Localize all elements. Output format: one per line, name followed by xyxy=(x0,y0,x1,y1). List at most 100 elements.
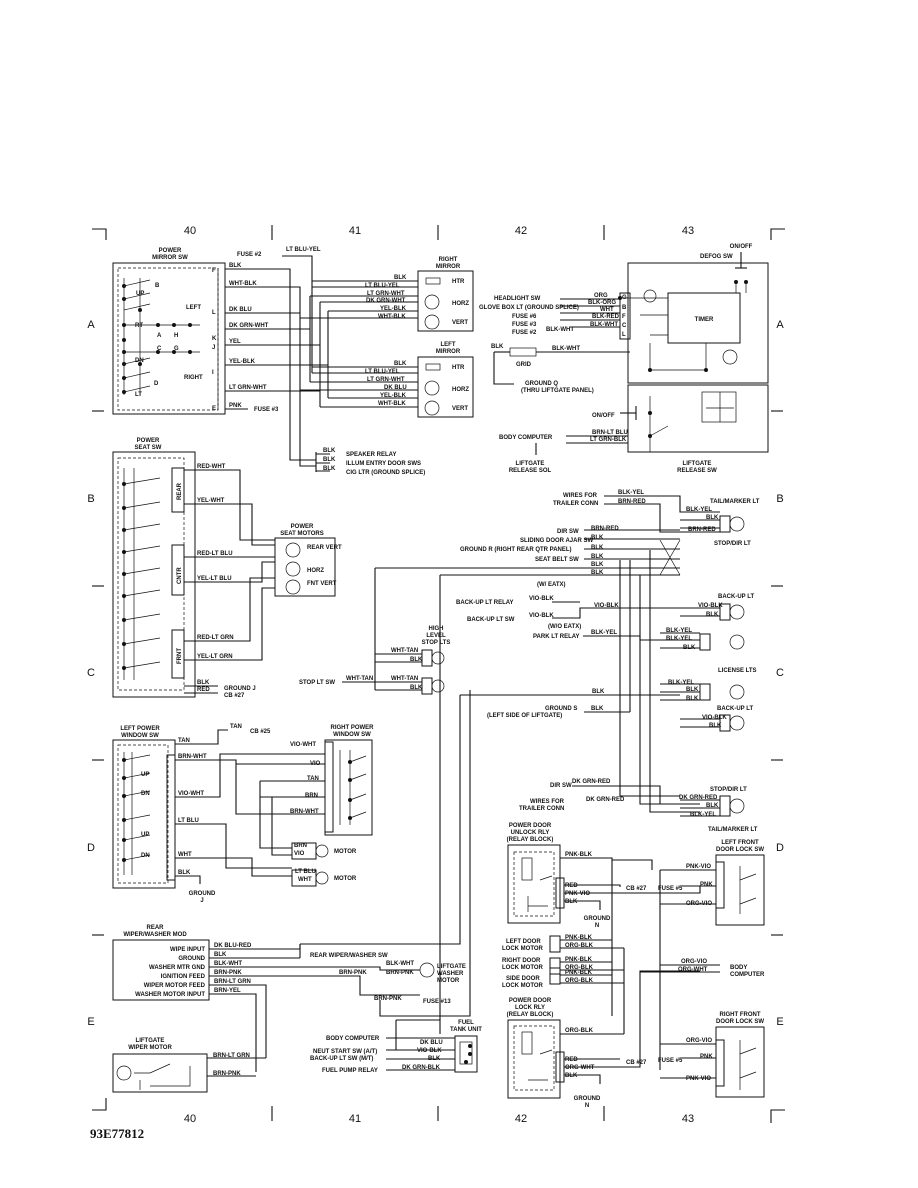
wire-label: PNK-VIO xyxy=(565,891,590,897)
grid-row-left: B xyxy=(87,493,94,505)
wire-label: CNTR xyxy=(177,567,183,584)
wire-label: LT GRN-WHT xyxy=(367,377,405,383)
left-mirror: LEFT MIRROR HTR HORZ VERT BLK LT BLU-YEL… xyxy=(300,277,474,418)
wire-label: BLK xyxy=(706,515,719,521)
wire-label: LICENSE LTS xyxy=(718,668,757,674)
wire-label: FUEL PUMP RELAY xyxy=(322,1068,378,1074)
grid-row-right: B xyxy=(776,493,783,505)
wire-label: LIFTGATE xyxy=(516,461,545,467)
wire-label: ORG-BLK xyxy=(565,943,594,949)
wire-label: ORG-VIO xyxy=(686,1038,712,1044)
wire-label: BLK xyxy=(323,466,336,472)
sheet-frame xyxy=(92,225,785,1123)
wire-label: WINDOW SW xyxy=(333,732,371,738)
wire-label: FUSE #3 xyxy=(512,322,537,328)
wire-label: DK GRN-WHT xyxy=(229,323,269,329)
wire-label: FUSE #3 xyxy=(254,407,279,413)
wire-label: B xyxy=(155,283,160,289)
wire-label: GRID xyxy=(516,362,532,368)
wire-label: BRN-WHT xyxy=(290,809,319,815)
wire-label: BRN-LT BLU xyxy=(592,430,628,436)
wire-label: GROUND J xyxy=(224,686,256,692)
wire-label: DN xyxy=(135,358,144,364)
wire-label: DK GRN-WHT xyxy=(366,298,406,304)
wire-label: FUSE #5 xyxy=(658,886,683,892)
drawing-number: 93E77812 xyxy=(90,1126,144,1141)
wire-label: BLK-YEL xyxy=(686,507,712,513)
wire-label: HORZ xyxy=(307,568,324,574)
wire-label: FNT VERT xyxy=(307,581,337,587)
liftgate-release: ON/OFF BODY COMPUTER BRN-LT BLU LT GRN-B… xyxy=(499,384,769,474)
trunk-conductors xyxy=(300,690,471,1017)
wire-label: BACK-UP LT SW (M/T) xyxy=(310,1056,373,1062)
wire-label: LEFT FRONT xyxy=(721,840,759,846)
grid-row-right: C xyxy=(776,667,784,679)
wire-label: MOTOR xyxy=(334,876,357,882)
wire-label: HORZ xyxy=(452,301,469,307)
wire-label: GROUND xyxy=(584,916,611,922)
wire-label: BLK xyxy=(410,685,423,691)
wire-label: HTR xyxy=(452,279,465,285)
wire-label: LEFT POWER xyxy=(120,726,160,732)
wire-label: G xyxy=(174,346,179,352)
wire-label: BLK xyxy=(706,803,719,809)
wire-label: BACK-UP LT RELAY xyxy=(456,600,514,606)
wire-label: TRAILER CONN xyxy=(519,806,564,812)
wire-label: FUSE #2 xyxy=(237,252,262,258)
wire-label: BLK xyxy=(565,1073,578,1079)
wire-label: FUSE #5 xyxy=(658,1058,683,1064)
wire-label: REAR xyxy=(146,925,164,931)
wire-label: BLK-YEL xyxy=(591,630,617,636)
wire-label: LIFTGATE xyxy=(136,1038,165,1044)
wire-label: WASHER MOTOR INPUT xyxy=(135,992,205,998)
grid-col-bottom: 42 xyxy=(515,1113,527,1125)
wire-label: WINDOW SW xyxy=(121,733,159,739)
wire-label: LOCK MOTOR xyxy=(502,946,544,952)
wire-label: ON/OFF xyxy=(730,244,753,250)
wire-label: LT xyxy=(135,392,142,398)
wire-label: RED-WHT xyxy=(197,464,226,470)
wire-label: VIO-BLK xyxy=(529,596,554,602)
wire-label: CB #27 xyxy=(626,886,647,892)
wire-label: PNK-BLK xyxy=(565,970,593,976)
wire-label: UP xyxy=(141,832,149,838)
wire-label: BACK-UP LT xyxy=(717,706,753,712)
wire-label: WHT-TAN xyxy=(391,676,418,682)
wire-label: RELEASE SW xyxy=(677,468,717,474)
wire-label: A xyxy=(157,333,162,339)
wire-label: WASHER MTR GND xyxy=(149,965,206,971)
wire-label: TAIL/MARKER LT xyxy=(710,499,760,505)
wire-label: FUSE #2 xyxy=(512,330,537,336)
wire-label: BLK xyxy=(394,361,407,367)
wire-label: F xyxy=(212,268,216,274)
wire-label: DIR SW xyxy=(550,783,572,789)
wire-label: YEL-LT BLU xyxy=(197,576,232,582)
wire-label: FRNT xyxy=(177,648,183,664)
wire-label: ORG-WHT xyxy=(678,967,708,973)
wire-label: WIPER/WASHER MOD xyxy=(123,932,187,938)
wire-label: WIPER MOTOR xyxy=(128,1045,172,1051)
wire-label: BRN-PNK xyxy=(339,970,367,976)
grid-column-labels: 40 41 42 43 40 41 42 43 xyxy=(184,225,694,1125)
wire-label: LOCK RLY xyxy=(515,1005,545,1011)
wire-label: VIO xyxy=(294,851,305,857)
wire-label: BRN-RED xyxy=(591,526,619,532)
wire-label: BLK-WHT xyxy=(214,961,242,967)
wire-label: GROUND xyxy=(178,956,205,962)
wire-label: BRN-PNK xyxy=(386,970,414,976)
wire-label: BACK-UP LT xyxy=(718,594,754,600)
grid-col-top: 41 xyxy=(349,225,361,237)
wire-label: RIGHT DOOR xyxy=(502,958,541,964)
wire-label: BRN-WHT xyxy=(178,754,207,760)
wire-label: YEL-WHT xyxy=(197,498,225,504)
wire-label: BLK-WHT xyxy=(590,322,618,328)
wire-label: UP xyxy=(136,291,144,297)
grid-row-right: D xyxy=(776,842,784,854)
wire-label: CB #25 xyxy=(250,729,271,735)
wire-label: (W/ EATX) xyxy=(537,582,566,588)
wire-label: VIO-BLK xyxy=(594,603,619,609)
wire-label: PNK xyxy=(229,403,242,409)
grid-row-left: D xyxy=(87,842,95,854)
wire-label: VERT xyxy=(452,320,468,326)
